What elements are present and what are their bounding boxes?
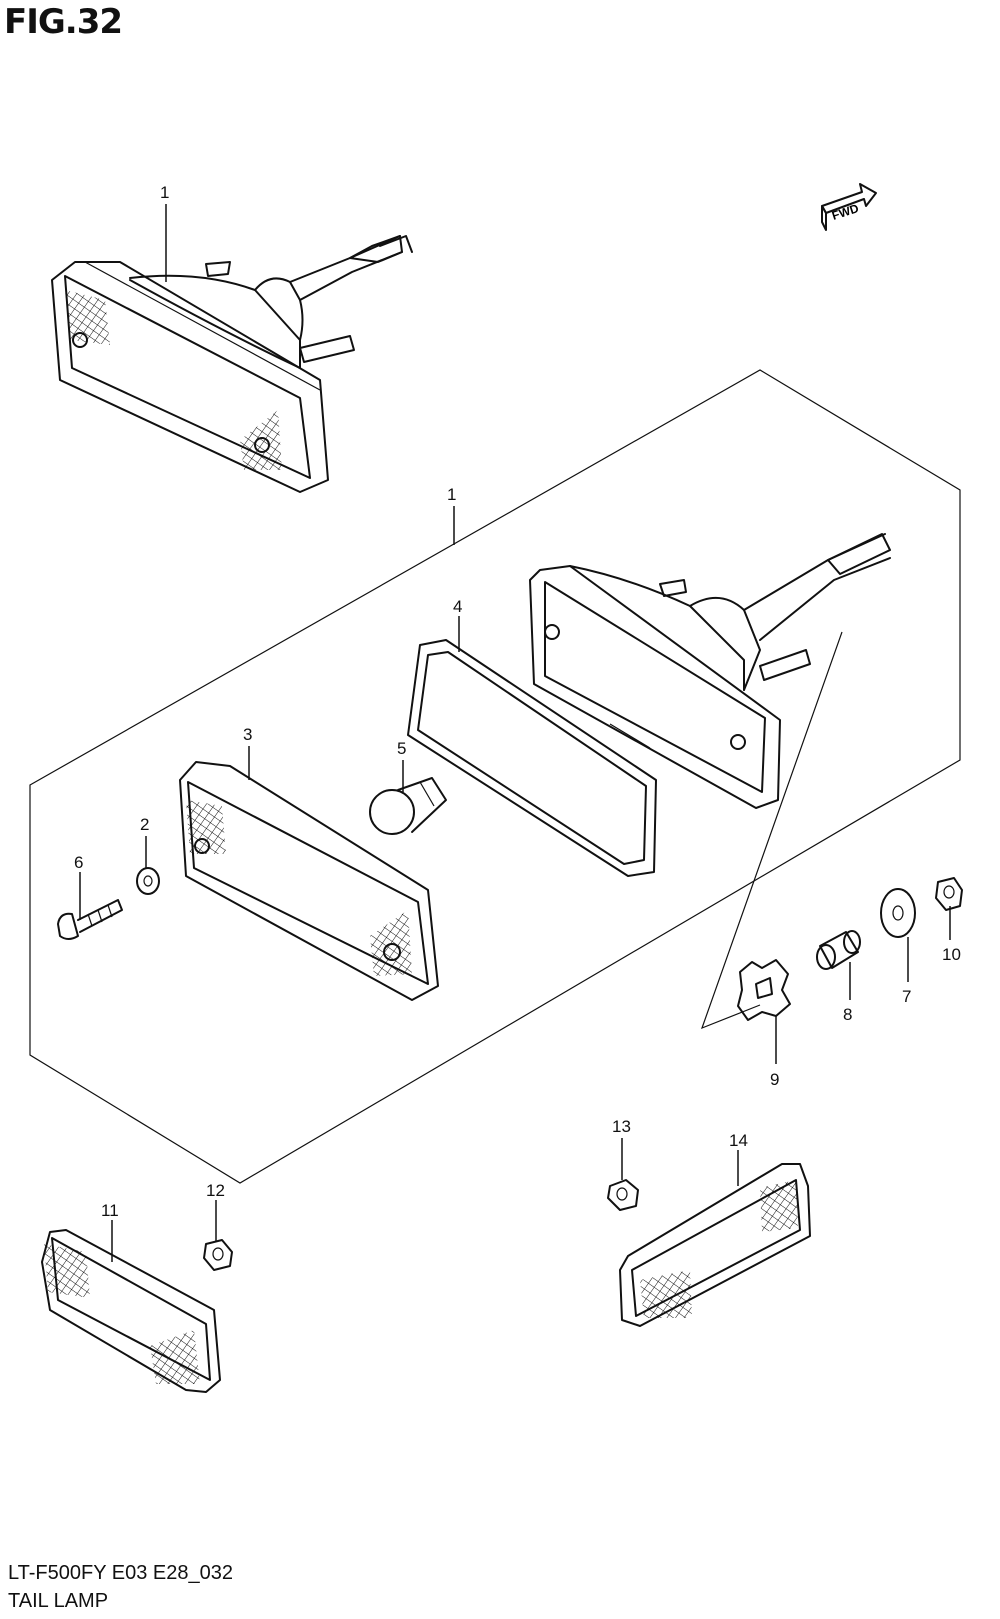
callout-7: 7 [902, 987, 911, 1006]
tail-lamp-lens [179, 761, 439, 1001]
callout-5: 5 [397, 739, 406, 758]
nut-12 [203, 1239, 233, 1271]
screw [57, 899, 123, 940]
nut-13 [607, 1179, 639, 1211]
callout-4: 4 [453, 597, 462, 616]
callout-1-top: 1 [160, 183, 169, 202]
callout-3: 3 [243, 725, 252, 744]
spacer [816, 930, 861, 970]
callout-1-assembly: 1 [447, 485, 456, 504]
leader-lines [79, 204, 951, 1262]
reflector-right [619, 1163, 811, 1327]
lamp-housing [529, 533, 891, 809]
model-code: LT-F500FY E03 E28_032 [8, 1562, 233, 1584]
mount-parts-region [700, 631, 843, 1030]
callout-8: 8 [843, 1005, 852, 1024]
callout-13: 13 [612, 1117, 631, 1136]
callout-10: 10 [942, 945, 961, 964]
flat-washer [880, 888, 916, 938]
callout-12: 12 [206, 1181, 225, 1200]
callout-14: 14 [729, 1131, 748, 1150]
lamp-bulb [369, 777, 447, 835]
callout-2: 2 [140, 815, 149, 834]
fwd-arrow-icon: FWD [821, 183, 877, 231]
callout-9: 9 [770, 1070, 779, 1089]
fwd-label: FWD [830, 201, 861, 223]
washer [136, 867, 160, 895]
figure-title: FIG.32 [4, 2, 123, 42]
reflector-left [41, 1229, 221, 1393]
callout-6: 6 [74, 853, 83, 872]
nut-10 [935, 877, 963, 911]
tail-lamp-assembly-top [51, 235, 413, 493]
lens-gasket [407, 639, 657, 877]
section-name: TAIL LAMP [8, 1590, 109, 1612]
callout-11: 11 [101, 1201, 119, 1220]
assembly-boundary [29, 369, 961, 1184]
rubber-grommet [737, 959, 791, 1021]
